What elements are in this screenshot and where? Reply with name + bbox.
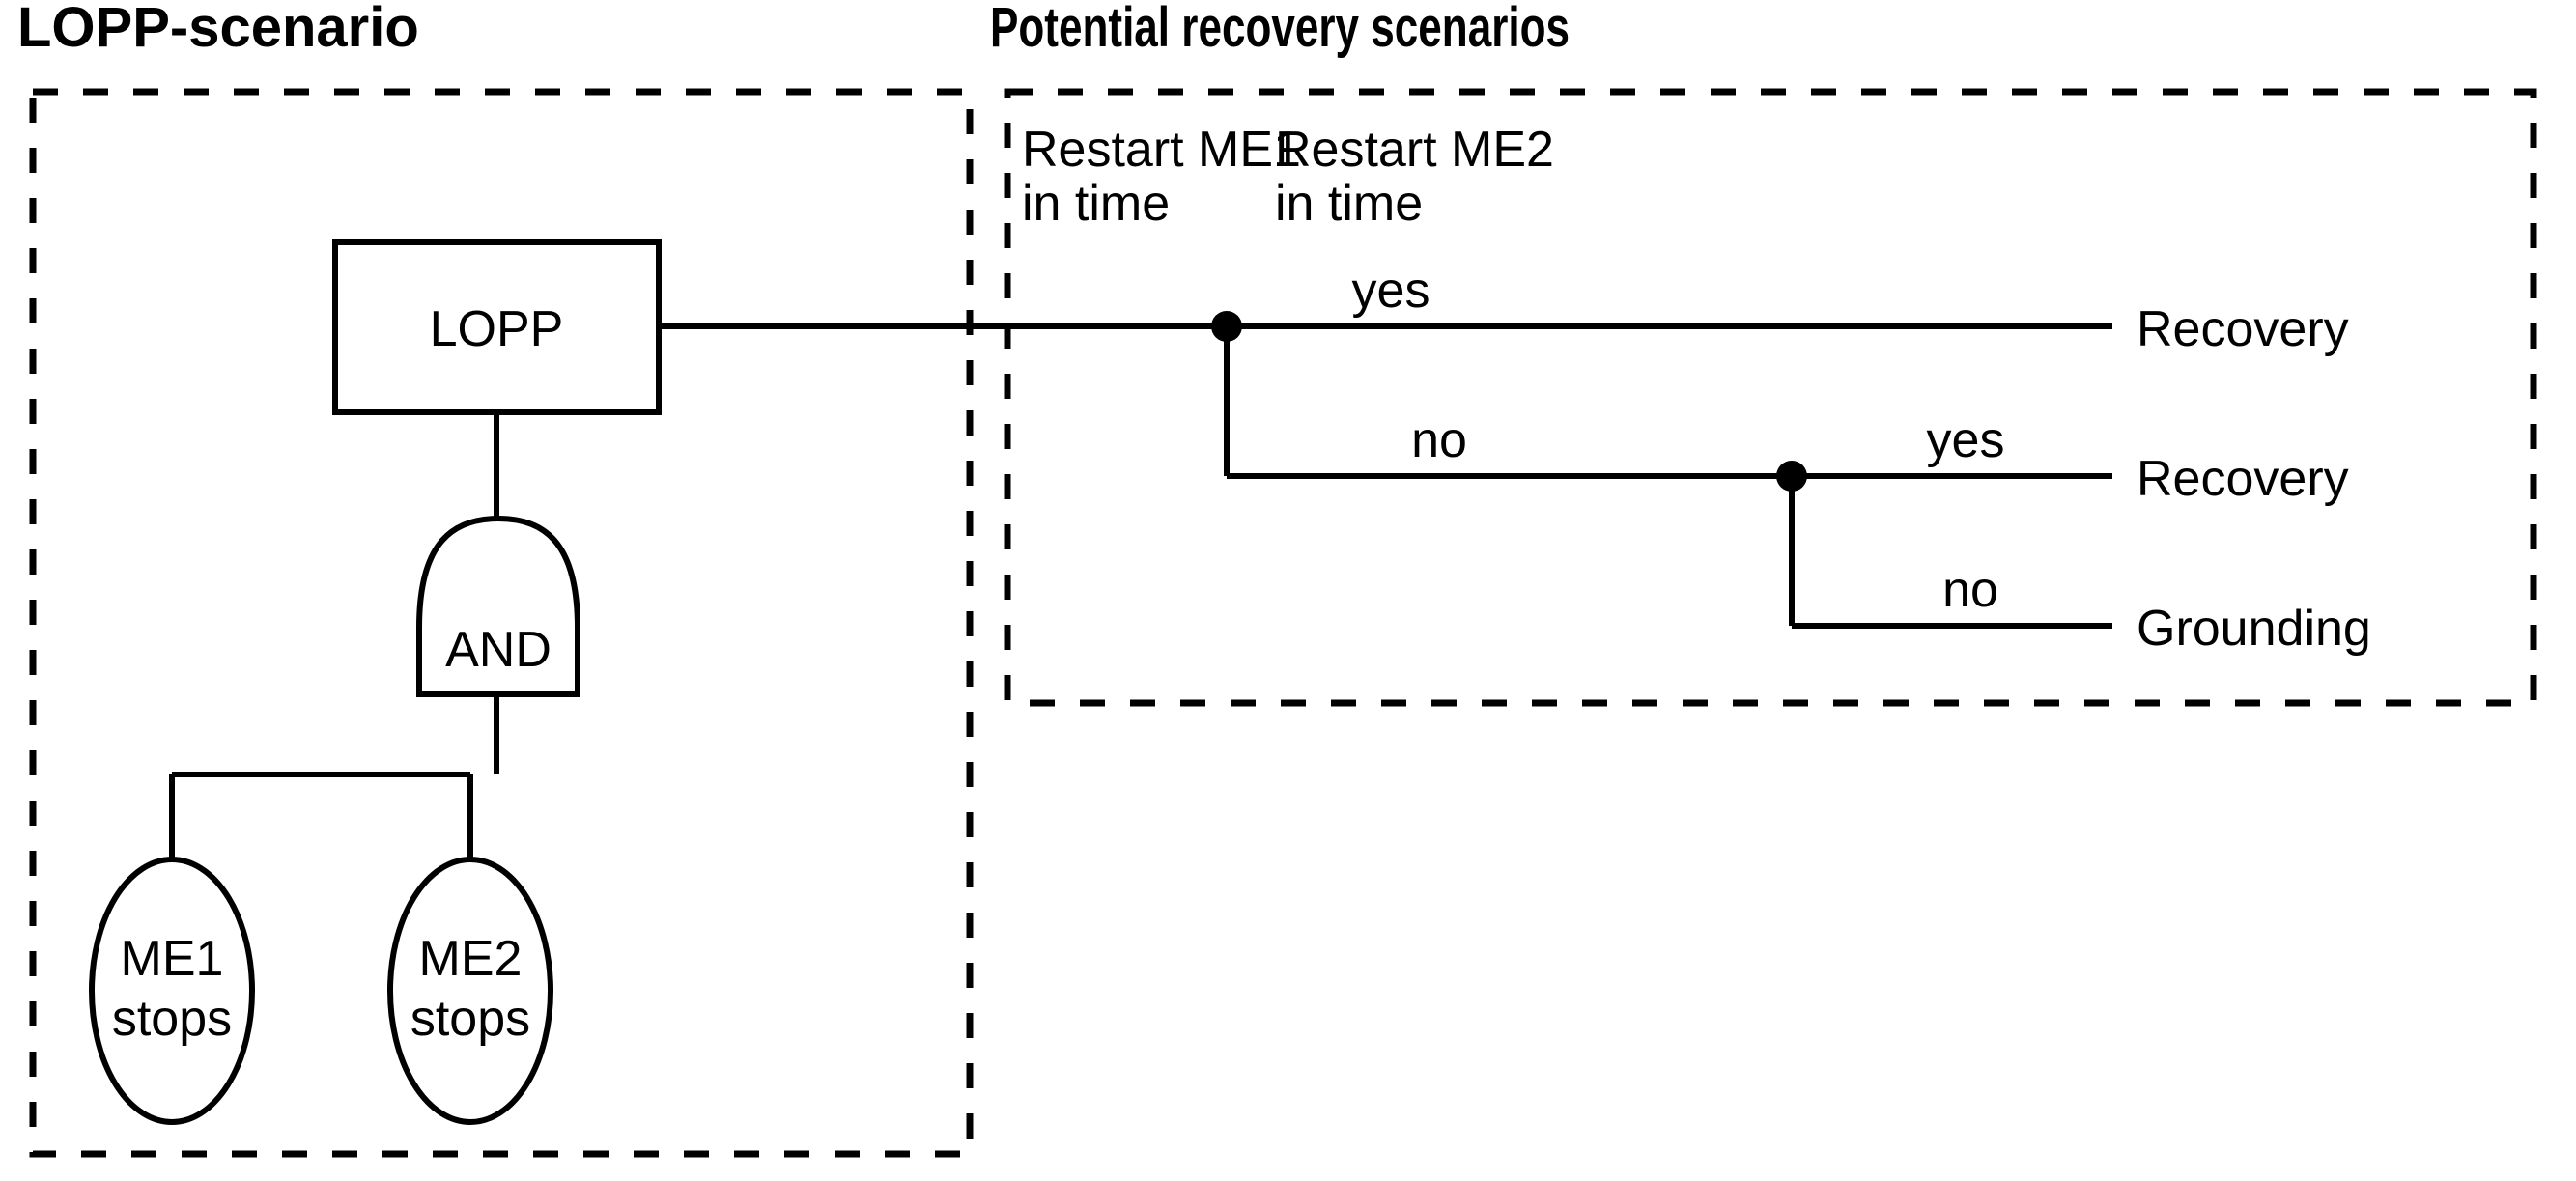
recovery-scenarios-title: Potential recovery scenarios xyxy=(990,0,1570,59)
branch-header-2-line1: Restart ME2 xyxy=(1275,122,1554,178)
basic-event-me2-line2: stops xyxy=(410,991,530,1047)
branch-2-yes-label: yes xyxy=(1927,412,2005,468)
and-gate-shape[interactable] xyxy=(416,515,580,697)
branch-header-1-line1: Restart ME1 xyxy=(1022,122,1301,178)
outcome-label-1: Recovery xyxy=(2137,301,2349,357)
basic-event-me2-line1: ME2 xyxy=(419,931,523,987)
branch-node-1-dot[interactable] xyxy=(1211,311,1242,342)
lopp-scenario-boundary xyxy=(29,88,974,1158)
basic-event-me1[interactable] xyxy=(89,857,255,1125)
recovery-scenarios-boundary xyxy=(1004,88,2537,707)
lopp-top-event-box[interactable] xyxy=(332,239,662,415)
outcome-label-3: Grounding xyxy=(2137,601,2371,657)
branch-header-1-line2: in time xyxy=(1022,176,1170,232)
lopp-scenario-title: LOPP-scenario xyxy=(17,0,419,59)
branch-header-2-line2: in time xyxy=(1275,176,1423,232)
lopp-top-event-label: LOPP xyxy=(430,301,564,357)
outcome-label-2: Recovery xyxy=(2137,451,2349,507)
branch-1-yes-label: yes xyxy=(1352,263,1430,319)
basic-event-me1-line2: stops xyxy=(112,991,232,1047)
and-gate-label: AND xyxy=(445,622,552,678)
branch-2-no-label: no xyxy=(1942,562,1998,618)
basic-event-me1-line1: ME1 xyxy=(121,931,224,987)
branch-node-2-dot[interactable] xyxy=(1776,461,1807,492)
basic-event-me2[interactable] xyxy=(387,857,553,1125)
branch-1-no-label: no xyxy=(1411,412,1467,468)
